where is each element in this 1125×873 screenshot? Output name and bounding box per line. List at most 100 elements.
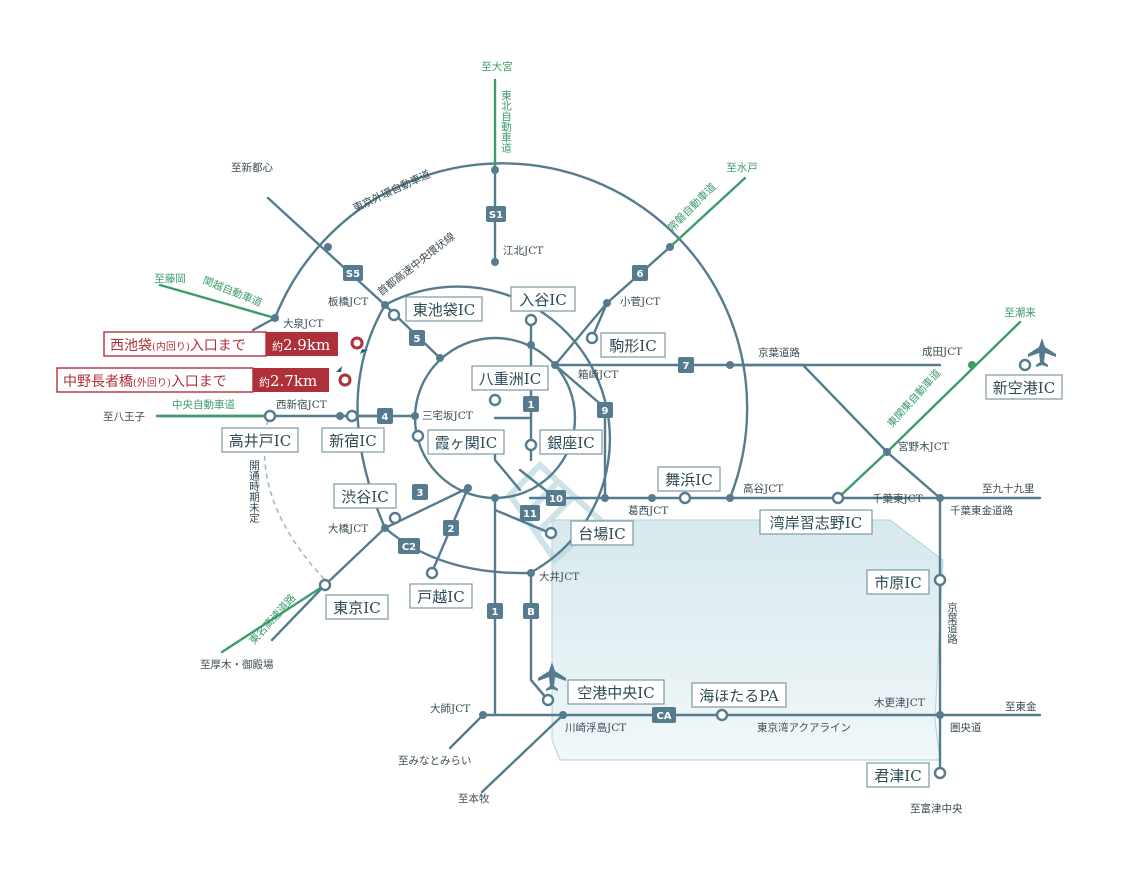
ic-label-tokyo: 東京IC [325,594,389,620]
svg-text:B: B [527,607,535,618]
ic-label-kasumigaseki: 霞ヶ関IC [427,429,505,455]
label-gaikan: 東京外環自動車道 [351,167,433,214]
label-to-fujioka: 至藤岡 [154,273,186,285]
ic-label-kuko-chuo: 空港中央IC [567,679,665,705]
label-kisarazu-jct: 木更津JCT [874,697,925,709]
label-kohoku-jct: 江北JCT [503,245,543,257]
svg-text:約2.9km: 約2.9km [272,336,330,354]
ic-markers [263,308,1032,780]
ic-label-maihama: 舞浜IC [657,466,721,492]
gaikan-ring [273,162,749,500]
airplane-icon [1028,338,1056,367]
kanetsu-link [251,316,277,332]
ic-label-togoshi: 戸越IC [409,583,473,609]
label-to-honmoku: 至本牧 [458,792,490,805]
svg-text:C2: C2 [402,542,416,553]
label-to-minatomirai: 至みなとみらい [398,755,472,767]
svg-text:東京IC: 東京IC [333,599,380,617]
route-badge-s1: S1 [486,206,506,222]
svg-text:台場IC: 台場IC [578,525,625,543]
label-to-higashigane: 至東金 [1005,700,1037,713]
entrance-nishi-ikebukuro: 西池袋(内回り)入口まで 約2.9km [103,331,338,357]
svg-text:八重洲IC: 八重洲IC [479,370,541,388]
junctions [271,166,976,719]
route-3 [270,486,470,642]
route-s5 [266,196,387,307]
svg-text:1: 1 [528,400,535,411]
svg-text:舞浜IC: 舞浜IC [665,471,712,489]
svg-text:10: 10 [549,494,563,505]
route-badge-5: 5 [409,330,425,346]
svg-text:11: 11 [523,509,537,520]
svg-text:6: 6 [637,269,644,280]
ic-label-umihotaru: 海ほたるPA [691,682,787,708]
route-badge-1-south: 1 [487,603,503,619]
ic-label-shinjuku: 新宿IC [321,427,385,453]
ic-label-takaido: 高井戸IC [221,427,299,453]
tomei-expressway [220,583,327,654]
label-to-kujukuri: 至九十九里 [982,482,1035,495]
ic-label-iriya: 入谷IC [510,286,576,312]
komagata-spur [590,301,609,340]
route-badge-7: 7 [678,357,694,373]
label-to-shintoshin: 至新都心 [231,161,273,174]
route-badge-ca: CA [652,707,676,723]
label-ken-o-do: 圏央道 [950,721,982,734]
label-to-omiya: 至大宮 [481,60,513,73]
svg-text:戸越IC: 戸越IC [417,588,464,606]
label-tohoku-exp: 東北自動車道 [500,89,512,153]
svg-text:君津IC: 君津IC [874,767,921,785]
svg-text:渋谷IC: 渋谷IC [341,488,388,506]
svg-text:S5: S5 [346,269,360,280]
route-badge-1-north: 1 [523,396,539,412]
svg-text:駒形IC: 駒形IC [609,337,656,355]
wangan-south [480,713,565,794]
label-to-atsugi: 至厚木・御殿場 [200,658,274,671]
ic-label-higashi-ikebukuro: 東池袋IC [405,296,483,322]
yokohama-route [448,713,485,750]
label-keiyo-road-vertical: 京葉道路 [946,601,958,645]
route-badge-b: B [523,603,539,619]
ic-label-daiba: 台場IC [570,520,634,546]
svg-text:湾岸習志野IC: 湾岸習志野IC [770,514,862,532]
ic-label-shibuya: 渋谷IC [333,483,397,509]
svg-text:中野長者橋(外回り)入口まで: 中野長者橋(外回り)入口まで [63,374,227,390]
tokyo-bay-edge [551,519,944,761]
airplane-icon [538,662,566,691]
svg-text:1: 1 [492,607,499,618]
route-badge-10: 10 [546,490,566,506]
label-itabashi-jct: 板橋JCT [328,295,368,308]
entrance-nakano-chojabashi: 中野長者橋(外回り)入口まで 約2.7km [56,367,329,393]
ic-label-wangan-narashino: 湾岸習志野IC [759,509,873,535]
ic-label-shin-kuko: 新空港IC [985,374,1063,400]
svg-text:7: 7 [683,361,690,372]
svg-text:2: 2 [448,524,455,535]
label-miyakezaka-jct: 三宅坂JCT [422,409,473,422]
kanetsu-expressway [158,283,277,320]
label-kosuge-jct: 小菅JCT [620,296,660,308]
svg-text:霞ヶ関IC: 霞ヶ関IC [435,434,497,452]
label-to-mito: 至水戸 [726,162,758,174]
svg-text:海ほたるPA: 海ほたるPA [699,687,779,705]
route-b [529,571,550,702]
ic-label-ginza: 銀座IC [539,429,603,455]
label-chuo-exp: 中央自動車道 [172,398,235,411]
label-chiba-togane: 千葉東金道路 [950,504,1013,517]
svg-text:CA: CA [656,711,671,722]
ic-label-yaesu: 八重洲IC [471,365,549,391]
svg-text:空港中央IC: 空港中央IC [577,684,654,702]
svg-text:9: 9 [602,406,609,417]
route-badge-4: 4 [377,408,393,424]
keiyo-to-miyanogi [728,363,889,454]
route-badge-c2: C2 [398,538,420,554]
svg-text:5: 5 [414,334,421,345]
label-aqualine: 東京湾アクアライン [757,721,851,734]
label-kawasaki-ukishima-jct: 川崎浮島JCT [565,721,626,734]
label-to-hachioji: 至八王子 [103,411,145,423]
label-nishishinjuku-jct: 西新宿JCT [276,398,327,411]
route-badge-6: 6 [632,265,648,281]
svg-text:新空港IC: 新空港IC [993,379,1055,397]
svg-text:約2.7km: 約2.7km [259,372,317,390]
route-badge-11: 11 [520,505,540,521]
label-kasai-jct: 葛西JCT [628,504,668,517]
